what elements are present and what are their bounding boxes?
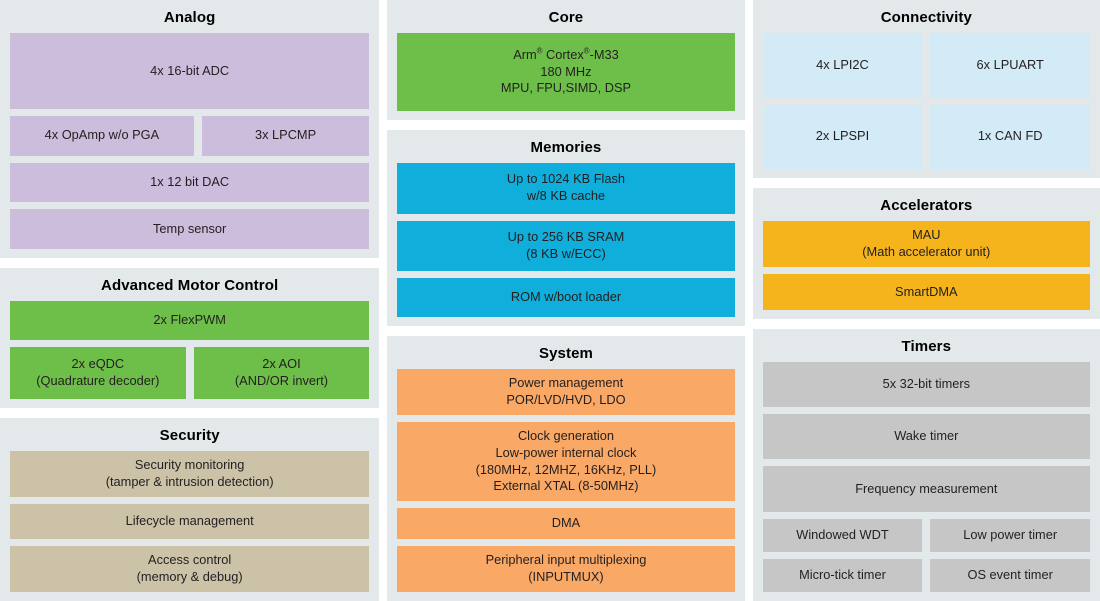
panel-title-security: Security bbox=[159, 427, 220, 444]
block-adc[interactable]: 4x 16-bit ADC bbox=[10, 33, 370, 109]
panel-motor-control: Advanced Motor Control 2x FlexPWM 2x eQD… bbox=[0, 268, 380, 408]
block-access-control[interactable]: Access control (memory & debug) bbox=[10, 546, 370, 592]
block-dma[interactable]: DMA bbox=[397, 508, 735, 540]
accelerators-blocks: MAU (Math accelerator unit) SmartDMA bbox=[762, 221, 1090, 310]
motor-row-eqdc-aoi: 2x eQDC (Quadrature decoder) 2x AOI (AND… bbox=[10, 347, 370, 399]
block-cortex-m33[interactable]: Arm® Cortex®-M33 180 MHz MPU, FPU,SIMD, … bbox=[397, 33, 735, 111]
column-left: Analog 4x 16-bit ADC 4x OpAmp w/o PGA 3x… bbox=[0, 0, 380, 601]
panel-title-core: Core bbox=[548, 9, 584, 26]
block-can-fd[interactable]: 1x CAN FD bbox=[930, 104, 1091, 169]
motor-control-blocks: 2x FlexPWM 2x eQDC (Quadrature decoder) … bbox=[10, 301, 370, 399]
column-center: Core Arm® Cortex®-M33 180 MHz MPU, FPU,S… bbox=[387, 0, 745, 601]
block-aoi[interactable]: 2x AOI (AND/OR invert) bbox=[193, 347, 370, 399]
block-dac[interactable]: 1x 12 bit DAC bbox=[10, 162, 370, 203]
block-lpspi[interactable]: 2x LPSPI bbox=[762, 104, 923, 169]
block-windowed-wdt[interactable]: Windowed WDT bbox=[762, 518, 923, 552]
block-opamp[interactable]: 4x OpAmp w/o PGA bbox=[10, 115, 194, 156]
registered-mark-icon: ® bbox=[536, 46, 543, 56]
block-lpuart[interactable]: 6x LPUART bbox=[930, 33, 1091, 98]
timers-blocks: 5x 32-bit timers Wake timer Frequency me… bbox=[762, 362, 1091, 593]
system-blocks: Power management POR/LVD/HVD, LDO Clock … bbox=[397, 369, 735, 592]
block-flash[interactable]: Up to 1024 KB Flash w/8 KB cache bbox=[397, 163, 735, 214]
column-right: Connectivity 4x LPI2C 6x LPUART 2x LPSPI… bbox=[752, 0, 1100, 601]
core-features-line: MPU, FPU,SIMD, DSP bbox=[500, 80, 632, 96]
analog-row-opamp-lpcmp: 4x OpAmp w/o PGA 3x LPCMP bbox=[10, 115, 370, 156]
panel-title-memories: Memories bbox=[530, 139, 602, 156]
security-blocks: Security monitoring (tamper & intrusion … bbox=[10, 451, 370, 592]
block-flexpwm[interactable]: 2x FlexPWM bbox=[10, 301, 370, 341]
core-blocks: Arm® Cortex®-M33 180 MHz MPU, FPU,SIMD, … bbox=[397, 33, 735, 111]
panel-memories: Memories Up to 1024 KB Flash w/8 KB cach… bbox=[387, 130, 745, 326]
core-freq-line: 180 MHz bbox=[540, 63, 592, 79]
block-32bit-timers[interactable]: 5x 32-bit timers bbox=[762, 362, 1090, 408]
block-mau[interactable]: MAU (Math accelerator unit) bbox=[762, 221, 1090, 268]
connectivity-row-1: 4x LPI2C 6x LPUART bbox=[762, 33, 1091, 98]
panel-title-connectivity: Connectivity bbox=[880, 9, 972, 26]
panel-title-timers: Timers bbox=[901, 338, 952, 355]
block-lpcmp[interactable]: 3x LPCMP bbox=[201, 115, 370, 156]
panel-security: Security Security monitoring (tamper & i… bbox=[0, 418, 380, 601]
block-power-management[interactable]: Power management POR/LVD/HVD, LDO bbox=[397, 369, 735, 415]
block-smartdma[interactable]: SmartDMA bbox=[762, 274, 1090, 310]
panel-title-analog: Analog bbox=[163, 9, 216, 26]
block-eqdc[interactable]: 2x eQDC (Quadrature decoder) bbox=[10, 347, 186, 399]
block-rom[interactable]: ROM w/boot loader bbox=[397, 278, 735, 317]
memories-blocks: Up to 1024 KB Flash w/8 KB cache Up to 2… bbox=[397, 163, 735, 317]
panel-title-accelerators: Accelerators bbox=[880, 197, 973, 214]
panel-timers: Timers 5x 32-bit timers Wake timer Frequ… bbox=[752, 329, 1100, 601]
panel-core: Core Arm® Cortex®-M33 180 MHz MPU, FPU,S… bbox=[387, 0, 745, 120]
analog-blocks: 4x 16-bit ADC 4x OpAmp w/o PGA 3x LPCMP … bbox=[10, 33, 370, 250]
registered-mark-icon-2: ® bbox=[583, 46, 590, 56]
connectivity-blocks: 4x LPI2C 6x LPUART 2x LPSPI 1x CAN FD bbox=[762, 33, 1091, 169]
block-low-power-timer[interactable]: Low power timer bbox=[930, 518, 1091, 552]
block-micro-tick-timer[interactable]: Micro-tick timer bbox=[762, 558, 923, 593]
connectivity-row-2: 2x LPSPI 1x CAN FD bbox=[762, 104, 1091, 169]
block-wake-timer[interactable]: Wake timer bbox=[762, 414, 1090, 460]
panel-system: System Power management POR/LVD/HVD, LDO… bbox=[387, 336, 745, 601]
block-sram[interactable]: Up to 256 KB SRAM (8 KB w/ECC) bbox=[397, 220, 735, 272]
panel-title-system: System bbox=[538, 345, 593, 362]
core-cpu-line: Arm® Cortex®-M33 bbox=[513, 46, 619, 62]
panel-accelerators: Accelerators MAU (Math accelerator unit)… bbox=[752, 188, 1100, 319]
block-temp-sensor[interactable]: Temp sensor bbox=[10, 209, 370, 250]
block-security-monitoring[interactable]: Security monitoring (tamper & intrusion … bbox=[10, 451, 370, 497]
panel-title-motor-control: Advanced Motor Control bbox=[101, 277, 279, 294]
timers-row-2: Micro-tick timer OS event timer bbox=[762, 558, 1091, 593]
block-os-event-timer[interactable]: OS event timer bbox=[930, 558, 1091, 593]
panel-analog: Analog 4x 16-bit ADC 4x OpAmp w/o PGA 3x… bbox=[0, 0, 380, 258]
timers-row-1: Windowed WDT Low power timer bbox=[762, 518, 1091, 552]
block-clock-generation[interactable]: Clock generation Low-power internal cloc… bbox=[397, 421, 735, 502]
panel-connectivity: Connectivity 4x LPI2C 6x LPUART 2x LPSPI… bbox=[752, 0, 1100, 178]
block-lifecycle-management[interactable]: Lifecycle management bbox=[10, 503, 370, 540]
block-frequency-measurement[interactable]: Frequency measurement bbox=[762, 466, 1090, 512]
block-inputmux[interactable]: Peripheral input multiplexing (INPUTMUX) bbox=[397, 546, 735, 592]
block-lpi2c[interactable]: 4x LPI2C bbox=[762, 33, 923, 98]
